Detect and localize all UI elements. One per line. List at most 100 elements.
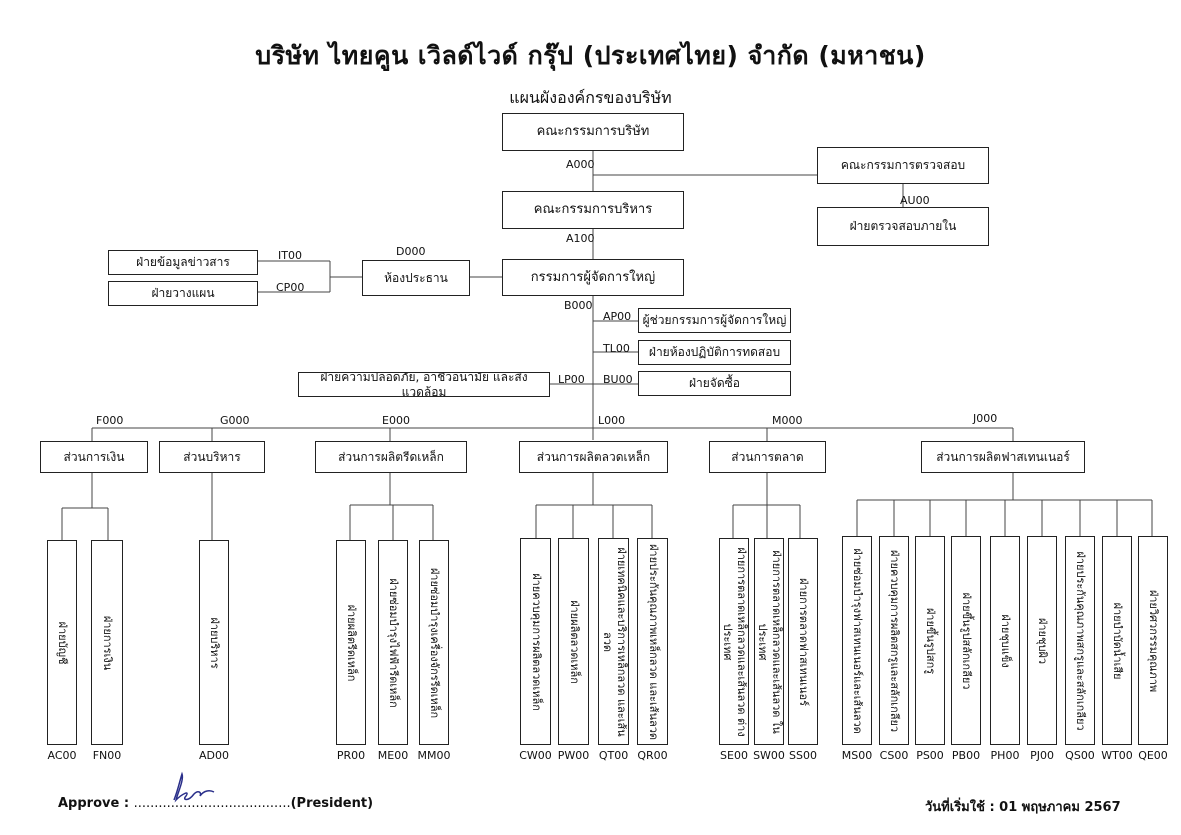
department-box: ฝ่ายควบคุมการผลิตลวดเหล็ก (520, 538, 551, 745)
ceo-box: กรรมการผู้จัดการใหญ่ (502, 259, 684, 296)
department-label: ฝ่ายผลิตรีดเหล็ก (344, 604, 358, 681)
department-box: ฝ่ายควบคุมการผลิตสกรูและสลักเกลียว (879, 536, 909, 745)
approve-label: Approve : (58, 796, 130, 811)
department-code: SE00 (720, 749, 748, 762)
department-box: ฝ่ายซ่อมบำรุงเครื่องจักรรีดเหล็ก (419, 540, 449, 745)
department-code: CS00 (879, 749, 909, 762)
department-box: ฝ่ายขึ้นรูปสลักเกลียว (951, 536, 981, 745)
department-code: FN00 (92, 749, 122, 762)
department-label: ฝ่ายขึ้นรูปสกรู (923, 607, 937, 674)
asst-md-code: AP00 (603, 310, 632, 323)
department-code: PH00 (990, 749, 1020, 762)
department-code: QS00 (1065, 749, 1095, 762)
effective-date: วันที่เริ่มใช้ : 01 พฤษภาคม 2567 (925, 800, 1121, 815)
department-code: PW00 (557, 749, 590, 762)
purchasing-box: ฝ่ายจัดซื้อ (638, 371, 791, 396)
division-finance: ส่วนการเงิน (40, 441, 148, 473)
department-label: ฝ่ายซ่อมบำรุงไฟฟ้ารีดเหล็ก (386, 577, 400, 708)
division-code: L000 (598, 414, 626, 427)
board-box: คณะกรรมการบริษัท (502, 113, 684, 151)
department-box: ฝ่ายประกันคุณภาพเหล็กลวด และเส้นลวด (637, 538, 668, 745)
department-code: SW00 (753, 749, 785, 762)
department-box: ฝ่ายการเงิน (91, 540, 123, 745)
ceo-code: B000 (564, 299, 593, 312)
department-code: PB00 (951, 749, 981, 762)
purchasing-code: BU00 (603, 373, 633, 386)
division-code: M000 (772, 414, 803, 427)
department-code: SS00 (789, 749, 817, 762)
president-label: (President) (290, 796, 374, 811)
it-box: ฝ่ายข้อมูลข่าวสาร (108, 250, 258, 275)
department-label: ฝ่ายการตลาดเหล็กลวดและเส้นลวด ต่างประเทศ (721, 546, 748, 737)
asst-md-box: ผู้ช่วยกรรมการผู้จัดการใหญ่ (638, 308, 791, 333)
department-label: ฝ่ายประกันคุณภาพเหล็กลวด และเส้นลวด (646, 543, 660, 740)
department-label: ฝ่ายบำบัดน้ำเสีย (1110, 602, 1124, 679)
approve-line: Approve : ..............................… (58, 796, 373, 811)
department-label: ฝ่ายผลิตลวดเหล็ก (567, 599, 581, 684)
division-admin: ส่วนบริหาร (159, 441, 265, 473)
department-code: QT00 (598, 749, 629, 762)
department-box: ฝ่ายผลิตลวดเหล็ก (558, 538, 589, 745)
department-code: MS00 (841, 749, 873, 762)
internal-audit-code: AU00 (900, 194, 930, 207)
division-marketing: ส่วนการตลาด (709, 441, 826, 473)
division-wire: ส่วนการผลิตลวดเหล็ก (519, 441, 668, 473)
signature-mark (173, 771, 215, 803)
department-label: ฝ่ายซ่อมบำรุงฟาสเทนเนอร์และเส้นลวด (850, 547, 864, 734)
department-label: ฝ่ายการตลาดเหล็กลวดและเส้นลวด ในประเทศ (756, 549, 783, 734)
department-label: ฝ่ายควบคุมการผลิตลวดเหล็ก (529, 572, 543, 711)
department-code: WT00 (1101, 749, 1133, 762)
division-fastener: ส่วนการผลิตฟาสเทนเนอร์ (921, 441, 1085, 473)
department-box: ฝ่ายเทคนิคและบริการเหล็กลวด และเส้นลวด (598, 538, 629, 745)
department-code: PR00 (336, 749, 366, 762)
exec-committee-box: คณะกรรมการบริหาร (502, 191, 684, 229)
department-box: ฝ่ายประกันคุณภาพสกรูและสลักเกลียว (1065, 536, 1095, 745)
department-box: ฝ่ายขึ้นรูปสกรู (915, 536, 945, 745)
department-code: MM00 (417, 749, 451, 762)
division-code: J000 (973, 412, 998, 425)
department-label: ฝ่ายชุบแข็ง (998, 613, 1012, 668)
department-code: AD00 (199, 749, 229, 762)
chairman-office-box: ห้องประธาน (362, 260, 470, 296)
board-code: A000 (566, 158, 595, 171)
department-box: ฝ่ายบริหาร (199, 540, 229, 745)
department-box: ฝ่ายการตลาดเหล็กลวดและเส้นลวด ต่างประเทศ (719, 538, 749, 745)
department-box: ฝ่ายชุบผิว (1027, 536, 1057, 745)
division-code: E000 (382, 414, 410, 427)
department-code: ME00 (377, 749, 409, 762)
page-title: บริษัท ไทยคูน เวิลด์ไวด์ กรุ๊ป (ประเทศไท… (255, 41, 926, 70)
department-label: ฝ่ายบริหาร (207, 616, 221, 669)
planning-code: CP00 (276, 281, 305, 294)
department-code: QE00 (1138, 749, 1168, 762)
department-box: ฝ่ายบัญชี (47, 540, 77, 745)
department-label: ฝ่ายขึ้นรูปสลักเกลียว (959, 592, 973, 689)
internal-audit-box: ฝ่ายตรวจสอบภายใน (817, 207, 989, 246)
department-box: ฝ่ายซ่อมบำรุงไฟฟ้ารีดเหล็ก (378, 540, 408, 745)
department-label: ฝ่ายประกันคุณภาพสกรูและสลักเกลียว (1073, 550, 1087, 731)
department-code: QR00 (637, 749, 668, 762)
audit-committee-box: คณะกรรมการตรวจสอบ (817, 147, 989, 184)
department-box: ฝ่ายผลิตรีดเหล็ก (336, 540, 366, 745)
chart-subtitle: แผนผังองค์กรของบริษัท (509, 88, 672, 107)
department-label: ฝ่ายซ่อมบำรุงเครื่องจักรรีดเหล็ก (427, 567, 441, 718)
department-box: ฝ่ายการตลาดเหล็กลวดและเส้นลวด ในประเทศ (754, 538, 784, 745)
planning-box: ฝ่ายวางแผน (108, 281, 258, 306)
division-rolling: ส่วนการผลิตรีดเหล็ก (315, 441, 467, 473)
division-code: G000 (220, 414, 250, 427)
lab-code: TL00 (603, 342, 630, 355)
division-code: F000 (96, 414, 124, 427)
department-label: ฝ่ายเทคนิคและบริการเหล็กลวด และเส้นลวด (600, 546, 628, 737)
department-code: PS00 (916, 749, 944, 762)
department-label: ฝ่ายบัญชี (55, 621, 69, 664)
department-label: ฝ่ายการตลาดฟาสเทนเนอร์ (796, 577, 810, 706)
department-label: ฝ่ายวิศวกรรมคุณภาพ (1146, 589, 1160, 692)
department-label: ฝ่ายการเงิน (100, 615, 114, 670)
lab-box: ฝ่ายห้องปฏิบัติการทดสอบ (638, 340, 791, 365)
department-box: ฝ่ายการตลาดฟาสเทนเนอร์ (788, 538, 818, 745)
department-code: PJ00 (1030, 749, 1054, 762)
exec-committee-code: A100 (566, 232, 595, 245)
department-label: ฝ่ายควบคุมการผลิตสกรูและสลักเกลียว (887, 549, 901, 732)
department-box: ฝ่ายบำบัดน้ำเสีย (1102, 536, 1132, 745)
department-box: ฝ่ายซ่อมบำรุงฟาสเทนเนอร์และเส้นลวด (842, 536, 872, 745)
